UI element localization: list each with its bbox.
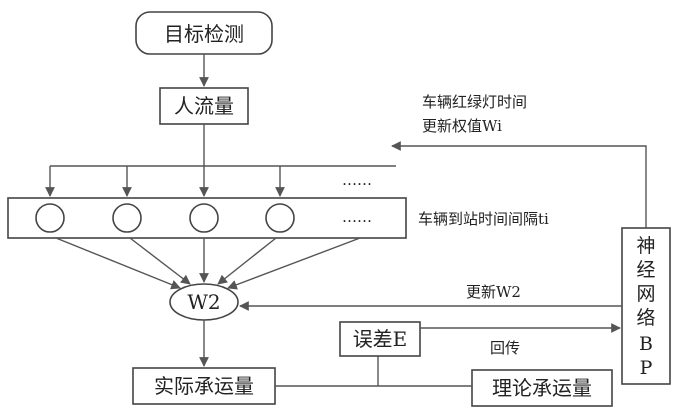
bp-char-1: 神 xyxy=(636,235,655,257)
neuron-1 xyxy=(36,204,64,232)
update-w2-label: 更新W2 xyxy=(466,283,521,301)
converge-arrow-1 xyxy=(56,238,180,288)
converge-arrow-4 xyxy=(218,238,276,284)
ellipsis-top: …… xyxy=(342,171,372,189)
backprop-label: 回传 xyxy=(490,339,520,357)
update-wi-line2: 更新权值Wi xyxy=(422,117,502,135)
bp-char-5: B xyxy=(639,333,653,355)
w2-label: W2 xyxy=(187,290,220,314)
neuron-3 xyxy=(190,204,218,232)
converge-arrow-5 xyxy=(228,238,360,288)
flow-label: 人流量 xyxy=(174,94,234,118)
bp-char-6: P xyxy=(640,357,653,379)
neuron-4 xyxy=(266,204,294,232)
theory-label: 理论承运量 xyxy=(492,376,592,400)
bp-char-2: 经 xyxy=(636,259,655,281)
actual-label: 实际承运量 xyxy=(154,374,254,398)
bp-char-3: 网 xyxy=(636,283,655,305)
interval-label: 车辆到站时间间隔ti xyxy=(418,210,549,228)
neuron-2 xyxy=(113,204,141,232)
converge-arrow-2 xyxy=(130,238,190,284)
bp-char-4: 络 xyxy=(636,307,655,329)
ellipsis-mid: …… xyxy=(342,208,372,226)
error-label: 误差E xyxy=(353,327,408,351)
update-wi-line1: 车辆红绿灯时间 xyxy=(422,93,527,111)
detection-label: 目标检测 xyxy=(164,22,244,46)
